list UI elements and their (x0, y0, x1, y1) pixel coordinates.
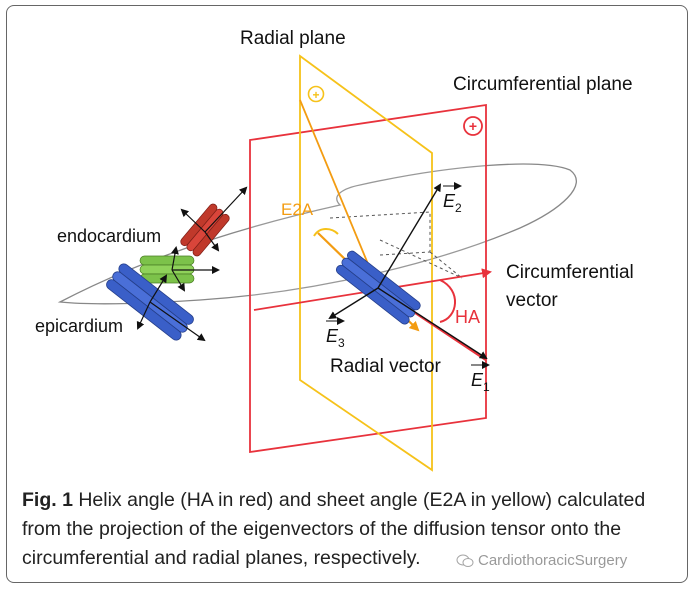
heart-wall-slab (57, 163, 577, 305)
svg-text:+: + (312, 88, 319, 102)
circumferential-vector-label-line1: Circumferential (506, 262, 634, 283)
wechat-icon (456, 554, 474, 567)
endocardium-fiber-bundle (180, 203, 230, 257)
e2a-angle-arc (313, 228, 339, 237)
figure-frame (6, 5, 688, 583)
radial-vector-label: Radial vector (330, 356, 442, 377)
endocardium-label: endocardium (57, 226, 161, 246)
figure-caption: Fig. 1 Helix angle (HA in red) and sheet… (22, 486, 682, 573)
projection-guides (329, 211, 463, 279)
watermark: CardiothoracicSurgery (456, 552, 627, 569)
e1-arrow (377, 287, 488, 360)
svg-text:E: E (471, 370, 484, 390)
e3-label: E 3 (326, 317, 345, 350)
e2a-label: E2A (281, 200, 314, 219)
figure-number: Fig. 1 (22, 489, 73, 511)
e3-arrow (328, 287, 379, 320)
e2-label: E 2 (443, 182, 462, 215)
radial-plus-marker: + (307, 85, 325, 103)
svg-text:2: 2 (455, 201, 462, 215)
svg-text:+: + (469, 118, 477, 134)
svg-text:1: 1 (483, 380, 490, 394)
svg-text:3: 3 (338, 336, 345, 350)
radial-plane-label: Radial plane (240, 28, 346, 49)
fiber-direction-arrows (136, 186, 248, 342)
caption-text: Helix angle (HA in red) and sheet angle … (22, 489, 646, 569)
ha-angle-arc (439, 279, 456, 323)
circumferential-vector-label-line2: vector (506, 290, 558, 311)
e1-label: E 1 (471, 361, 490, 394)
circumferential-plane-label: Circumferential plane (453, 74, 633, 95)
circumferential-plus-marker: + (463, 116, 483, 136)
watermark-text: CardiothoracicSurgery (478, 552, 628, 569)
svg-text:E: E (326, 326, 339, 346)
svg-text:E: E (443, 191, 456, 211)
e2a-projection-line (299, 99, 379, 289)
e2-arrow (377, 183, 442, 289)
epicardium-label: epicardium (35, 316, 123, 336)
ha-label: HA (455, 307, 480, 327)
radial-plane (299, 54, 433, 472)
